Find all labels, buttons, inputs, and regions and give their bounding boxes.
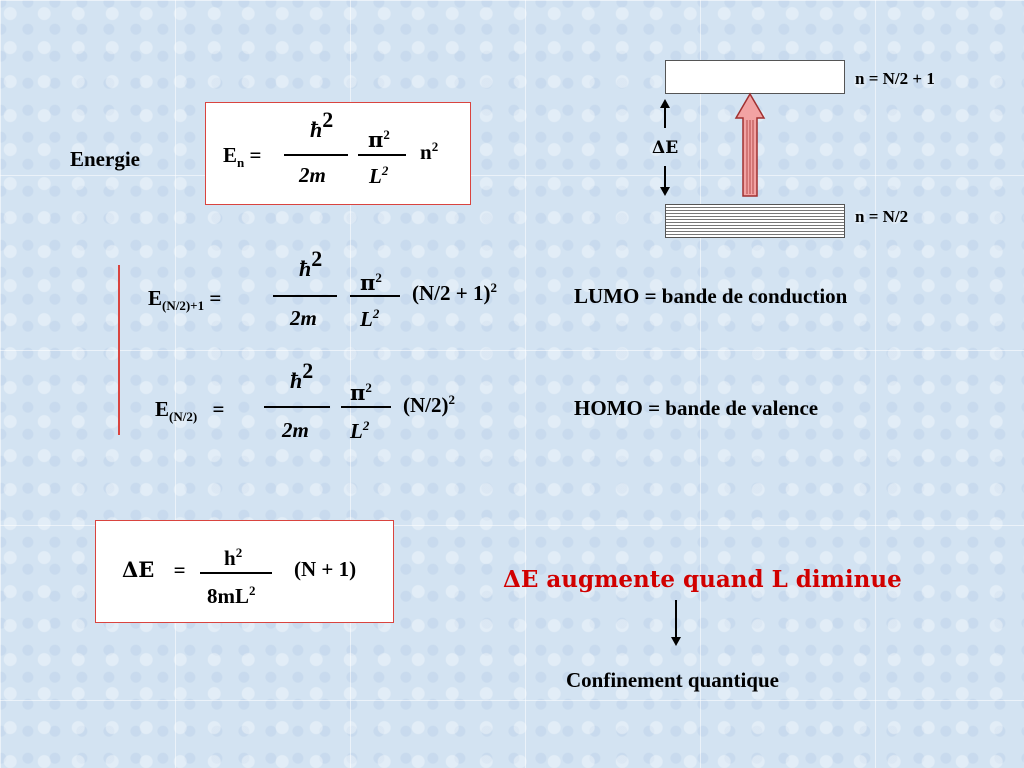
fraction-line bbox=[273, 295, 337, 297]
bottom-level-label: n = N/2 bbox=[855, 207, 909, 226]
conclusion-arrow-shaft bbox=[675, 600, 677, 638]
fraction-line bbox=[264, 406, 330, 408]
denominator-2m: 2m bbox=[282, 418, 309, 442]
arrow-up-head bbox=[660, 99, 670, 108]
denominator-l-squared: L2 bbox=[369, 163, 389, 188]
transition-arrow bbox=[734, 92, 766, 197]
gap-label: ΔE bbox=[652, 138, 679, 158]
denominator-l-squared: L2 bbox=[360, 306, 380, 331]
factor-homo: (N/2)2 bbox=[403, 392, 455, 417]
energy-formula-box: En = ħ2 2m π2 L2 n2 bbox=[205, 102, 471, 205]
denominator-8ml-squared: 8mL2 bbox=[207, 583, 256, 608]
arrow-up-shaft bbox=[664, 106, 666, 128]
pi-squared: π2 bbox=[368, 127, 390, 152]
conclusion-statement: ΔE augmente quand L diminue bbox=[503, 566, 902, 593]
fraction-line bbox=[358, 154, 406, 156]
fraction-line bbox=[200, 572, 272, 574]
numerator-h-squared: h2 bbox=[224, 545, 243, 570]
homo-formula-lhs: E(N/2) = bbox=[155, 397, 225, 425]
fraction-line bbox=[350, 295, 400, 297]
energy-label: Energie bbox=[70, 147, 140, 171]
top-level-label: n = N/2 + 1 bbox=[855, 69, 935, 88]
lumo-label: LUMO = bande de conduction bbox=[574, 284, 848, 308]
gap-formula-box: ΔE = h2 8mL2 (N + 1) bbox=[95, 520, 394, 623]
hbar-squared: ħ2 bbox=[290, 358, 314, 393]
homo-label: HOMO = bande de valence bbox=[574, 396, 819, 420]
fraction-line bbox=[284, 154, 348, 156]
arrow-down-shaft bbox=[664, 166, 666, 188]
arrow-down-head bbox=[660, 187, 670, 196]
hbar-squared: ħ2 bbox=[310, 107, 334, 142]
lumo-formula-lhs: E(N/2)+1 = bbox=[148, 286, 222, 314]
energy-formula-lhs: En = bbox=[223, 143, 262, 171]
lumo-level bbox=[665, 60, 845, 94]
bracket-line bbox=[118, 265, 120, 435]
conclusion-arrow-head bbox=[671, 637, 681, 646]
fraction-line bbox=[341, 406, 391, 408]
conclusion-result: Confinement quantique bbox=[566, 668, 779, 692]
hbar-squared: ħ2 bbox=[299, 246, 323, 281]
homo-level bbox=[665, 204, 845, 238]
pi-squared: π2 bbox=[350, 380, 372, 405]
denominator-2m: 2m bbox=[299, 163, 326, 187]
factor-n-squared: n2 bbox=[420, 139, 439, 164]
factor-n-plus-one: (N + 1) bbox=[294, 557, 357, 581]
pi-squared: π2 bbox=[360, 270, 382, 295]
factor-lumo: (N/2 + 1)2 bbox=[412, 280, 497, 305]
denominator-l-squared: L2 bbox=[350, 418, 370, 443]
denominator-2m: 2m bbox=[290, 306, 317, 330]
gap-formula-lhs: ΔE = bbox=[122, 557, 186, 582]
